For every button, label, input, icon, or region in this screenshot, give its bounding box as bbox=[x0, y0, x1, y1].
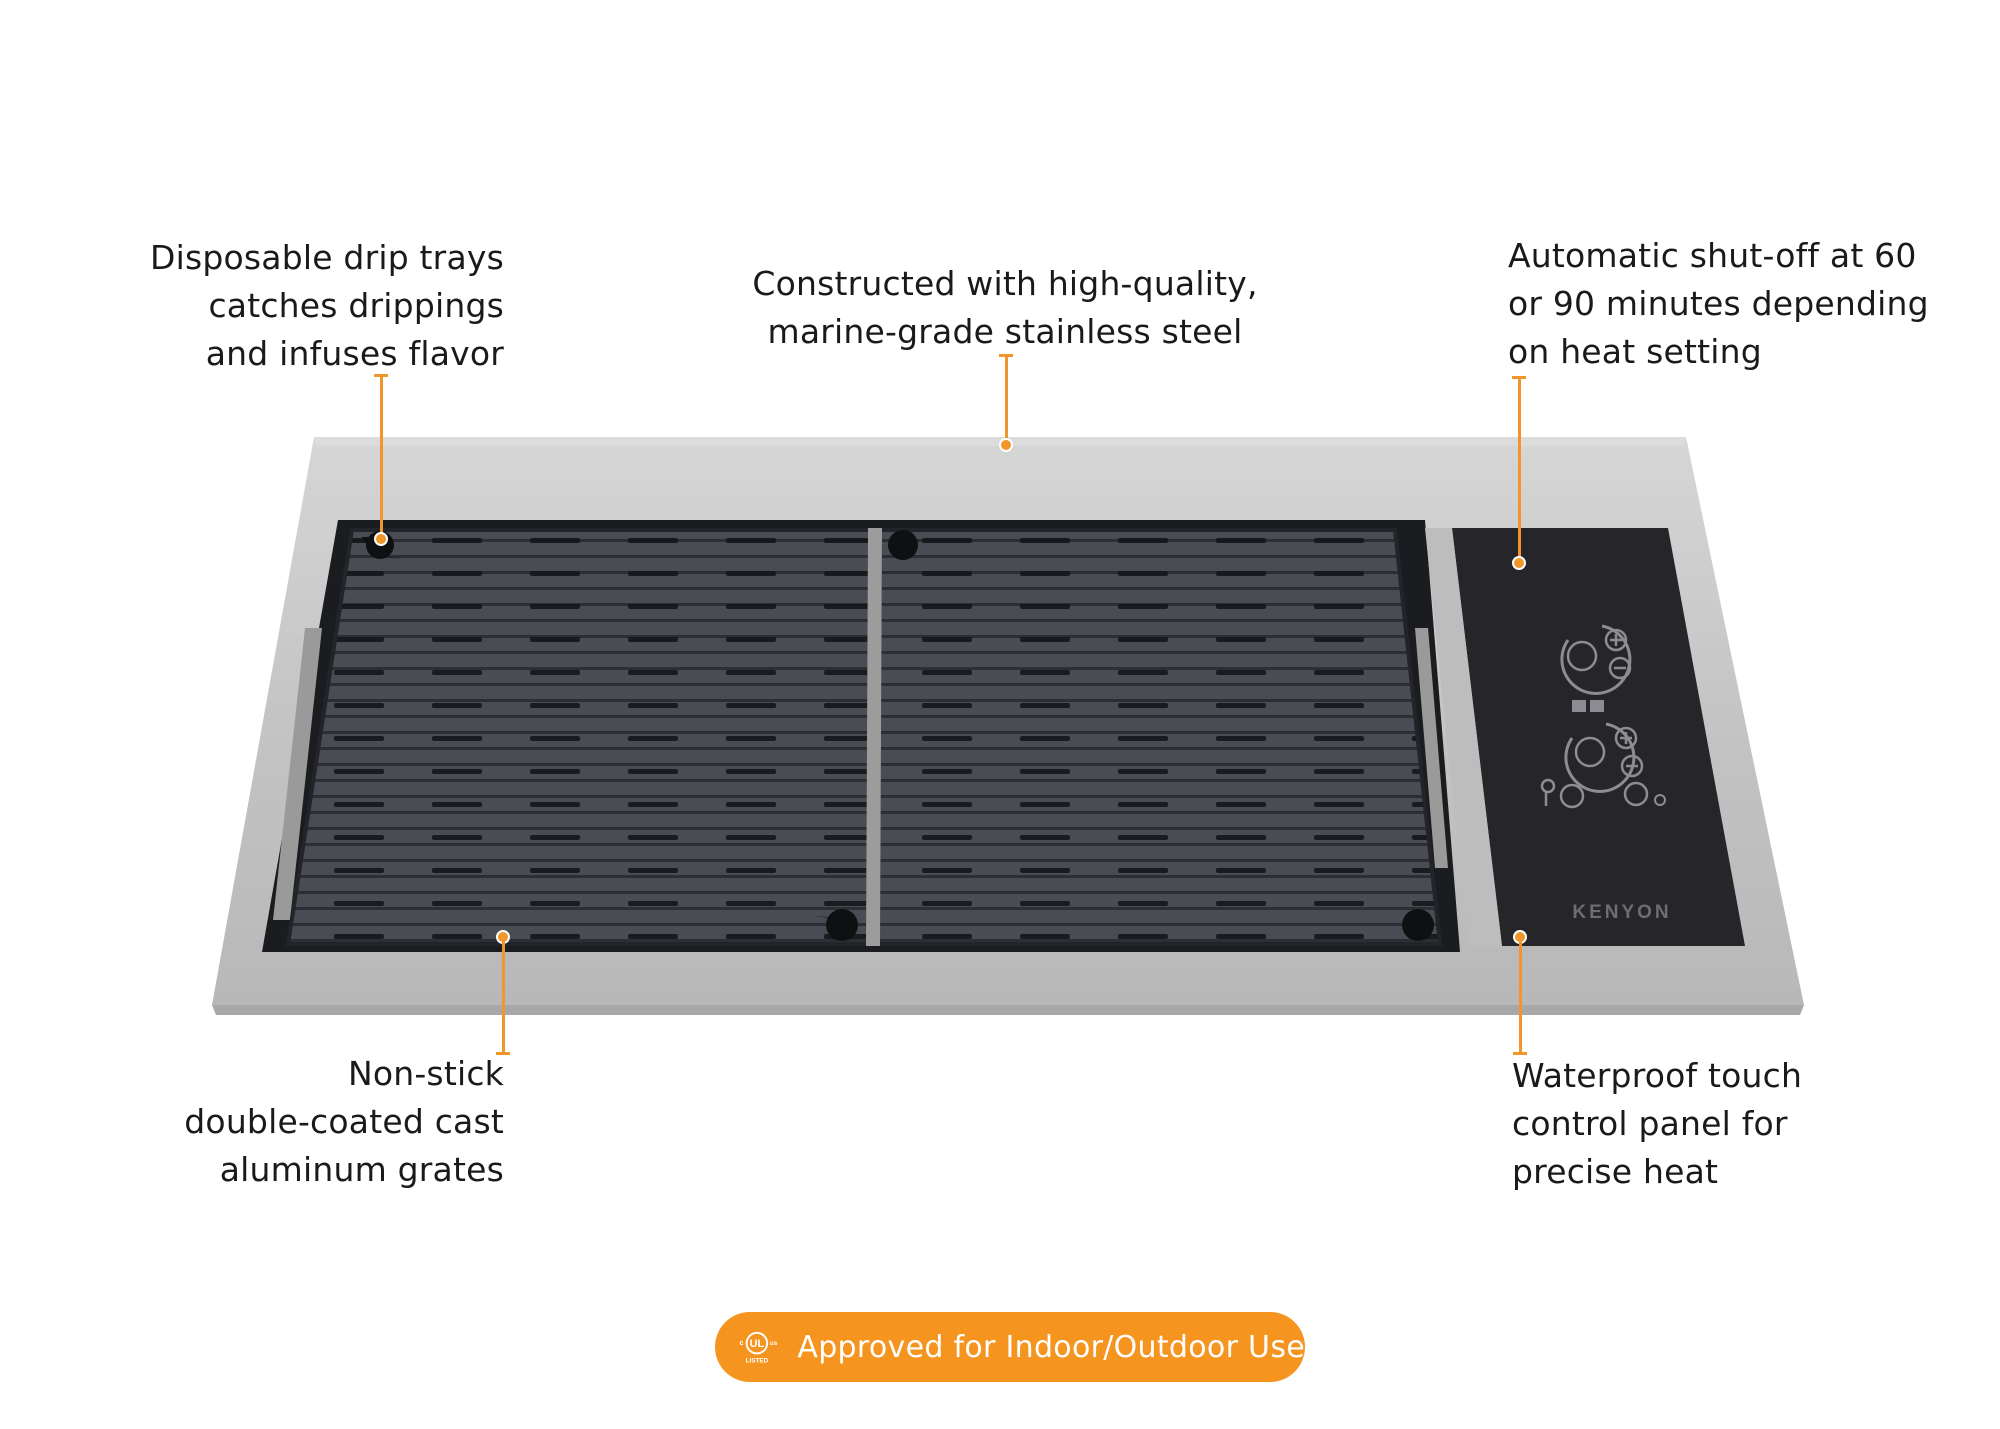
svg-text:LISTED: LISTED bbox=[746, 1357, 769, 1364]
power-icon[interactable] bbox=[1559, 783, 1585, 809]
callout-stainless-steel: Constructed with high-quality, marine-gr… bbox=[752, 264, 1258, 351]
svg-text:c: c bbox=[740, 1340, 744, 1347]
plus-icon[interactable] bbox=[1614, 726, 1638, 750]
badge-text: Approved for Indoor/Outdoor Use bbox=[797, 1329, 1305, 1365]
minus-icon[interactable] bbox=[1608, 656, 1632, 680]
callout-grates: Non-stick double-coated cast aluminum gr… bbox=[184, 1054, 504, 1189]
minus-icon[interactable] bbox=[1620, 754, 1644, 778]
left-grate bbox=[285, 528, 873, 946]
callout-control-panel: Waterproof touch control panel for preci… bbox=[1512, 1056, 1803, 1191]
ul-listed-icon: UL c us LISTED bbox=[740, 1331, 778, 1364]
svg-text:us: us bbox=[770, 1340, 778, 1347]
callout-drip-trays: Disposable drip trays catches drippings … bbox=[149, 238, 504, 373]
indoor-outdoor-badge: UL c us LISTED Approved for Indoor/Outdo… bbox=[715, 1312, 1305, 1382]
lock-icon[interactable] bbox=[1540, 778, 1556, 806]
right-grate bbox=[875, 528, 1443, 946]
callout-auto-shutoff: Automatic shut-off at 60 or 90 minutes d… bbox=[1508, 236, 1929, 371]
plus-icon[interactable] bbox=[1604, 628, 1628, 652]
control-panel: KENYON bbox=[1425, 528, 1745, 946]
svg-text:UL: UL bbox=[750, 1338, 765, 1350]
brand-logo: KENYON bbox=[1572, 902, 1671, 923]
